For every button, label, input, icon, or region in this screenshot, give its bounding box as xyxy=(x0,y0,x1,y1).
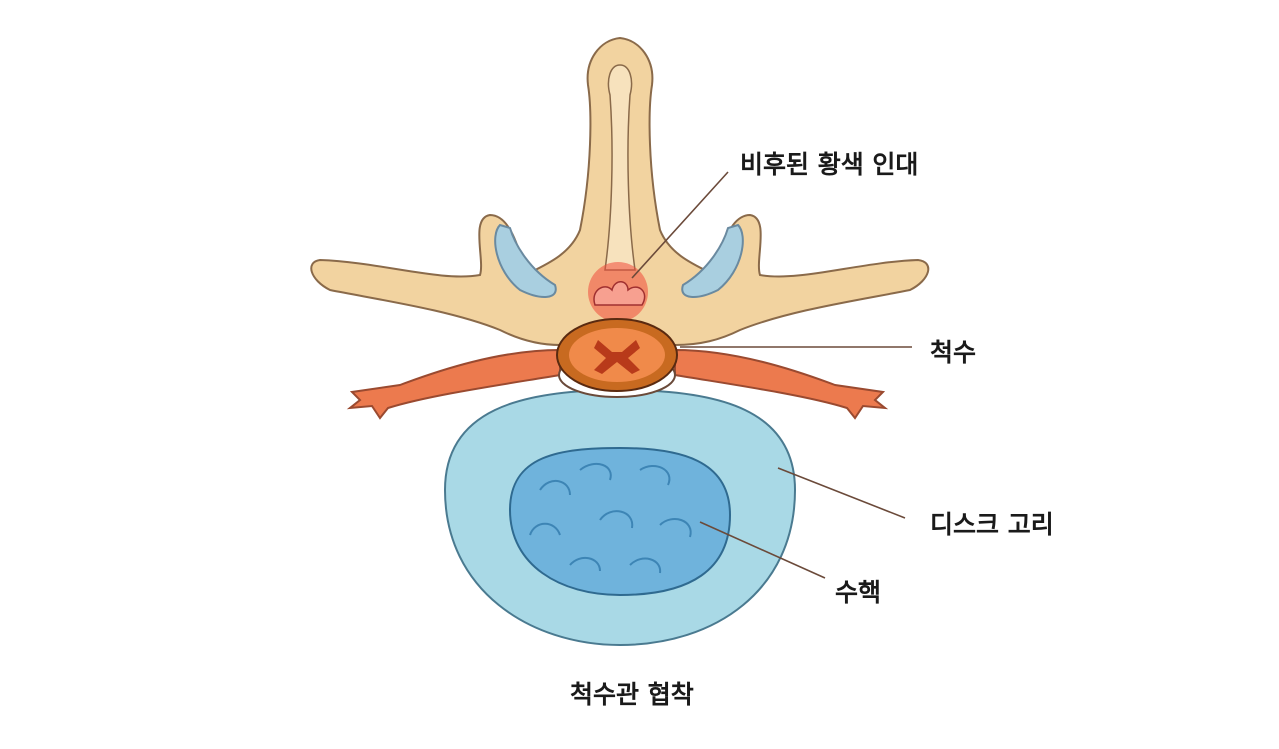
nucleus-pulposus xyxy=(508,446,732,597)
leader-ligament xyxy=(631,171,729,279)
grey-matter xyxy=(594,340,640,374)
nerve-root-left xyxy=(346,348,561,420)
leader-nucleus xyxy=(699,521,826,579)
diagram-title: 척수관 협착 xyxy=(570,680,694,709)
leader-annulus xyxy=(777,467,906,519)
nerve-root-right xyxy=(674,348,889,420)
facet-joint-left xyxy=(494,223,557,298)
nucleus-texture xyxy=(529,462,692,574)
thickened-ligament xyxy=(593,281,646,306)
label-thickened-ligament: 비후된 황색 인대 xyxy=(740,150,919,179)
facet-joint-right xyxy=(681,223,744,298)
label-annulus: 디스크 고리 xyxy=(930,510,1054,539)
label-spinal-cord: 척수 xyxy=(930,338,977,367)
label-nucleus: 수핵 xyxy=(835,578,882,607)
